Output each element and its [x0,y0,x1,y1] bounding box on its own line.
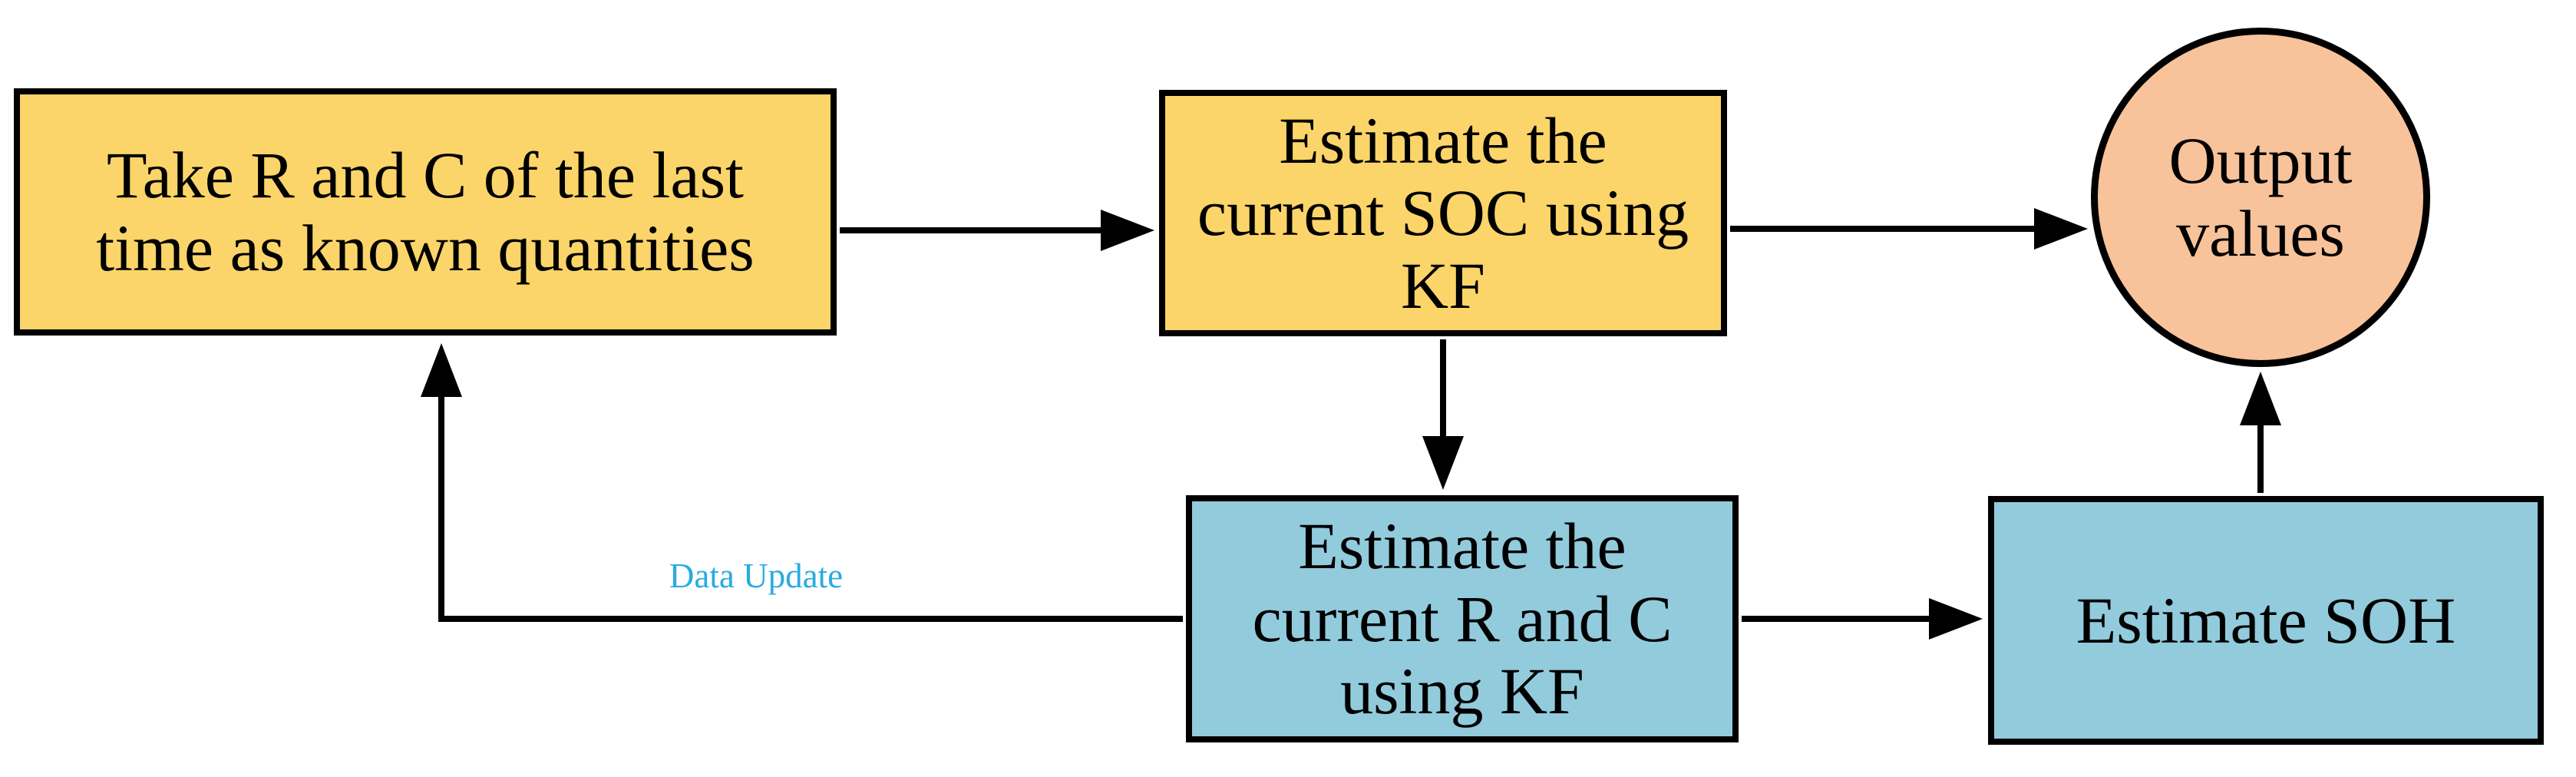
arrow-estimate-soh-to-output [2240,372,2281,493]
edge-label-data-update: Data Update [669,557,844,595]
node-estimate-soc-kf: Estimate the current SOC using KF [1159,90,1727,336]
node-estimate-soh: Estimate SOH [1988,496,2544,745]
node-label-line: using KF [1340,654,1584,729]
node-label-line: Estimate the [1279,103,1607,177]
arrow-estimate-soc-to-output [1730,208,2088,250]
node-label-line: KF [1401,248,1485,322]
node-output-values: Output values [2091,28,2430,367]
node-label-line: time as known quantities [96,211,755,285]
node-label-line: current R and C [1252,581,1673,656]
arrow-take-rc-to-estimate-soc [840,210,1154,251]
node-label-line: Estimate the [1298,509,1627,584]
arrow-estimate-soc-to-estimate-rc [1422,339,1464,490]
node-label-line: Take R and C of the last [107,138,744,213]
node-estimate-rc-kf: Estimate the current R and C using KF [1186,495,1739,742]
node-label-line: values [2176,197,2345,270]
arrow-estimate-rc-to-estimate-soh [1742,598,1983,640]
node-label-line: Output [2168,124,2353,198]
node-label-line: Estimate SOH [2076,583,2456,657]
node-label-line: current SOC using [1197,176,1689,250]
arrow-data-update-feedback [421,343,1183,622]
node-take-rc-last-time: Take R and C of the last time as known q… [14,88,837,336]
